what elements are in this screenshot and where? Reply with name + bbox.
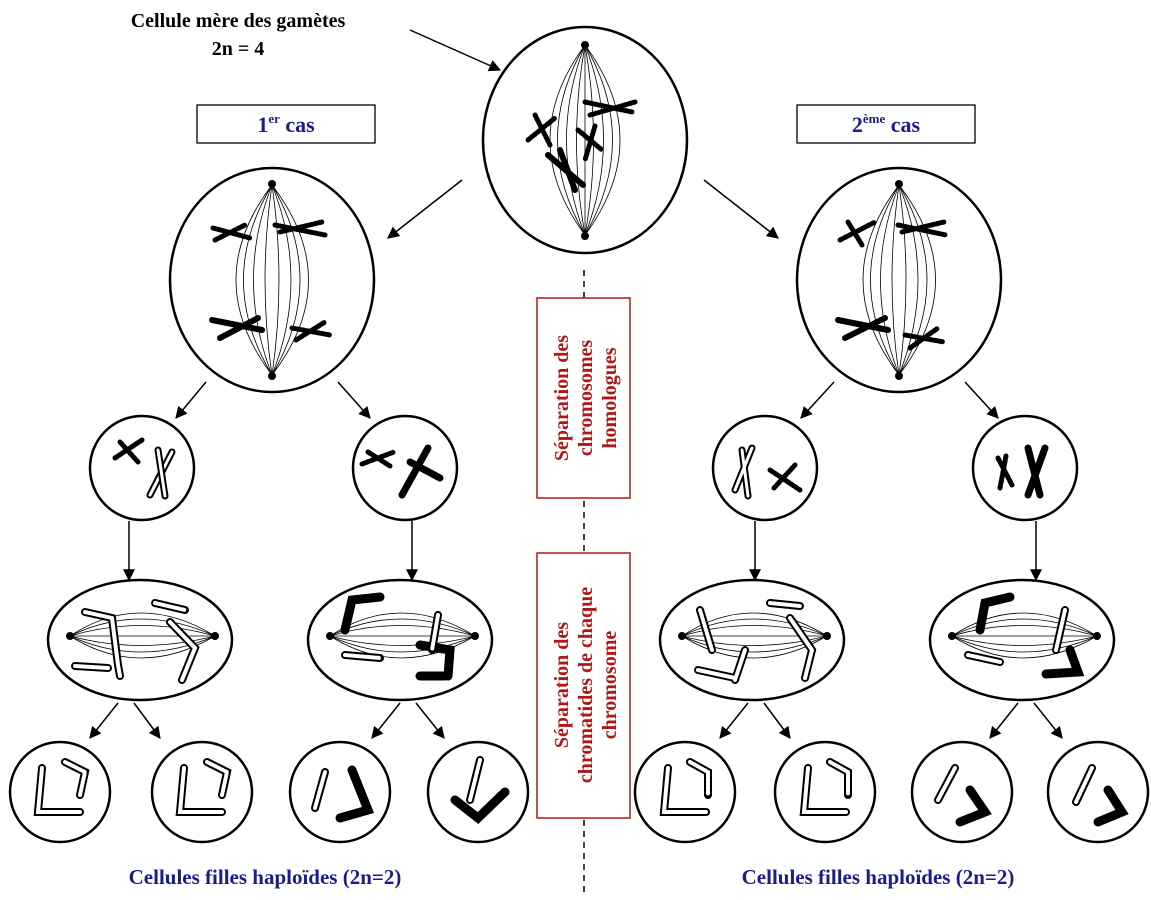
meiosis2-cell-a — [46, 578, 234, 702]
arrow-c2-left — [800, 381, 835, 419]
arrow-c2-right — [964, 381, 999, 419]
case1-label: 1er cas — [196, 104, 376, 144]
title-line1: Cellule mère des gamètes — [131, 10, 346, 32]
daughter-cell-5 — [633, 740, 737, 844]
case2-label: 2ème cas — [796, 104, 976, 144]
svg-text:Séparation des: Séparation des — [551, 622, 573, 748]
meiosis2-cell-b — [306, 578, 494, 702]
cell-2a — [88, 414, 196, 522]
box-separation-homologues: Séparation des chromosomes homologues — [536, 297, 631, 499]
arrow-mother-to-case2 — [703, 179, 779, 239]
daughter-cell-7 — [910, 740, 1014, 844]
meiosis2-cell-c — [658, 578, 846, 702]
cell-2c — [711, 414, 819, 522]
arrow-title-to-mother — [409, 29, 502, 72]
arrow-c1-left — [175, 381, 207, 419]
svg-text:chromatides de chaque: chromatides de chaque — [575, 587, 597, 783]
arrow-c1-right — [337, 381, 371, 419]
svg-text:1er cas: 1er cas — [257, 111, 315, 137]
cell-2b — [351, 414, 459, 522]
case1-meiosis1-cell — [168, 166, 376, 394]
svg-text:Séparation des: Séparation des — [551, 335, 573, 461]
title-line2: 2n = 4 — [212, 38, 265, 60]
daughter-cell-2 — [150, 740, 254, 844]
svg-text:chromosome: chromosome — [599, 631, 621, 740]
svg-text:chromosomes: chromosomes — [575, 340, 597, 456]
svg-text:homologues: homologues — [599, 347, 621, 448]
daughter-cell-1 — [8, 740, 112, 844]
caption-right: Cellules filles haploïdes (2n=2) — [742, 865, 1015, 889]
daughter-cell-4 — [426, 740, 530, 844]
daughter-cell-8 — [1046, 740, 1150, 844]
box-separation-chromatides: Séparation des chromatides de chaque chr… — [536, 552, 631, 819]
daughter-cell-3 — [288, 740, 392, 844]
mother-cell — [481, 25, 689, 255]
cell-2d — [971, 414, 1079, 522]
meiosis2-cell-d — [928, 578, 1116, 702]
caption-left: Cellules filles haploïdes (2n=2) — [129, 865, 402, 889]
arrows-to-daughters — [89, 702, 1063, 739]
svg-text:2ème cas: 2ème cas — [852, 111, 921, 137]
case2-meiosis1-cell — [795, 166, 1003, 394]
daughter-cell-6 — [773, 740, 877, 844]
arrow-mother-to-case1 — [387, 179, 463, 239]
